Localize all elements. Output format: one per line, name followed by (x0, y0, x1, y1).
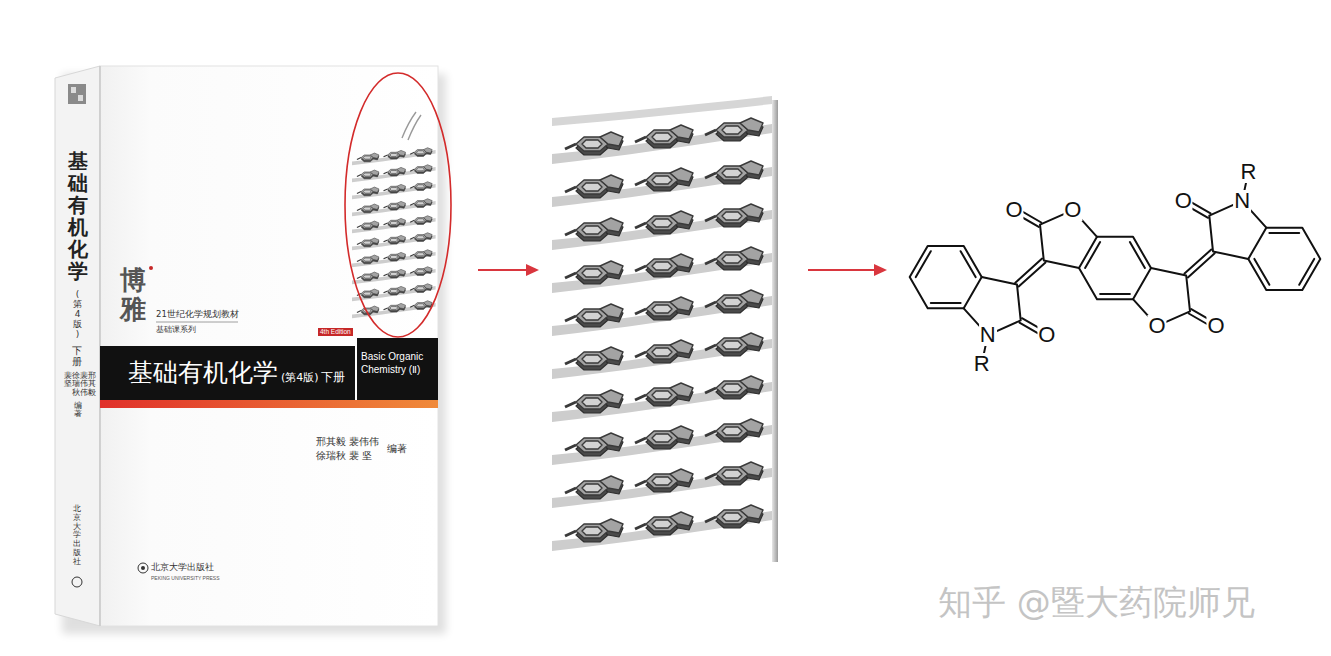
red-arrow (478, 264, 539, 276)
cover-swoosh (402, 112, 421, 140)
double-bond (1100, 293, 1130, 295)
spine-title: 基础有机化学 (68, 150, 88, 282)
highlight-ellipse (345, 73, 451, 337)
atom-label: R (973, 353, 991, 375)
spine-author: 徐瑞秋 (72, 372, 80, 397)
english-title-box (357, 338, 438, 400)
edition-note: (第4版) (281, 371, 319, 384)
book-title: 基础有机化学 (128, 358, 278, 388)
atom-label: O (1148, 315, 1167, 337)
red-arrow (808, 264, 887, 276)
atom-label: O (1206, 315, 1225, 337)
series-rule (156, 322, 238, 323)
series-logo: 博雅 (120, 266, 146, 323)
benzene-ring (1079, 237, 1151, 299)
spine-logo (71, 87, 76, 93)
book-cover (55, 66, 451, 634)
spine-edition: (第4版) (73, 290, 82, 339)
english-title: Basic Organic Chemistry (Ⅱ) (361, 350, 435, 376)
series-subtitle: 基础课系列 (156, 325, 196, 335)
spine-author-role: 编著 (74, 402, 82, 419)
spine-author: 邢其毅 (88, 372, 96, 397)
zoomed-molecule-stack (552, 96, 778, 562)
title-band (100, 346, 355, 400)
book-spine (55, 66, 100, 626)
publisher-logo (138, 563, 148, 573)
publisher-name: 北京大学出版社 (151, 562, 214, 573)
publisher-logo (141, 566, 145, 570)
watermark: 知乎 @暨大药院师兄 (938, 582, 1255, 623)
author-names: 徐瑞秋 裴 坚 (316, 450, 372, 461)
atom-label: O (1174, 190, 1193, 212)
publisher-english: PEKING UNIVERSITY PRESS (151, 575, 220, 581)
panel-edge (772, 100, 778, 562)
atom-label: N (1233, 190, 1251, 212)
edition-tag: 4th Edition (318, 328, 353, 336)
spine-volume: 下册 (72, 345, 82, 367)
atom-label: O (1063, 199, 1082, 221)
double-bond (1085, 242, 1100, 268)
half-structure (910, 208, 1097, 365)
logo-mark (149, 266, 153, 270)
atom-label: N (979, 324, 997, 346)
chemical-structure (910, 172, 1321, 365)
spine-logo (68, 84, 86, 104)
color-stripe (100, 400, 438, 408)
half-structure (1133, 172, 1320, 329)
atom-label: R (1239, 161, 1257, 183)
atom-label: O (1037, 324, 1056, 346)
book-front (100, 66, 438, 626)
spine-logo (78, 95, 83, 101)
spine-publisher-logo (72, 577, 82, 587)
spine-publisher: 北京大学出版社 (73, 505, 81, 567)
series-name: 21世纪化学规划教材 (156, 309, 239, 319)
cover-molecule-stack (352, 148, 436, 318)
atom-label: O (1004, 199, 1023, 221)
spine-author: 裴伟伟 (80, 372, 88, 397)
author-role: 编著 (387, 443, 407, 454)
volume-note: 下册 (321, 370, 345, 384)
double-bond (1130, 242, 1145, 268)
author-names: 邢其毅 裴伟伟 (316, 436, 379, 447)
spine-author: 裴坚 (64, 372, 72, 389)
